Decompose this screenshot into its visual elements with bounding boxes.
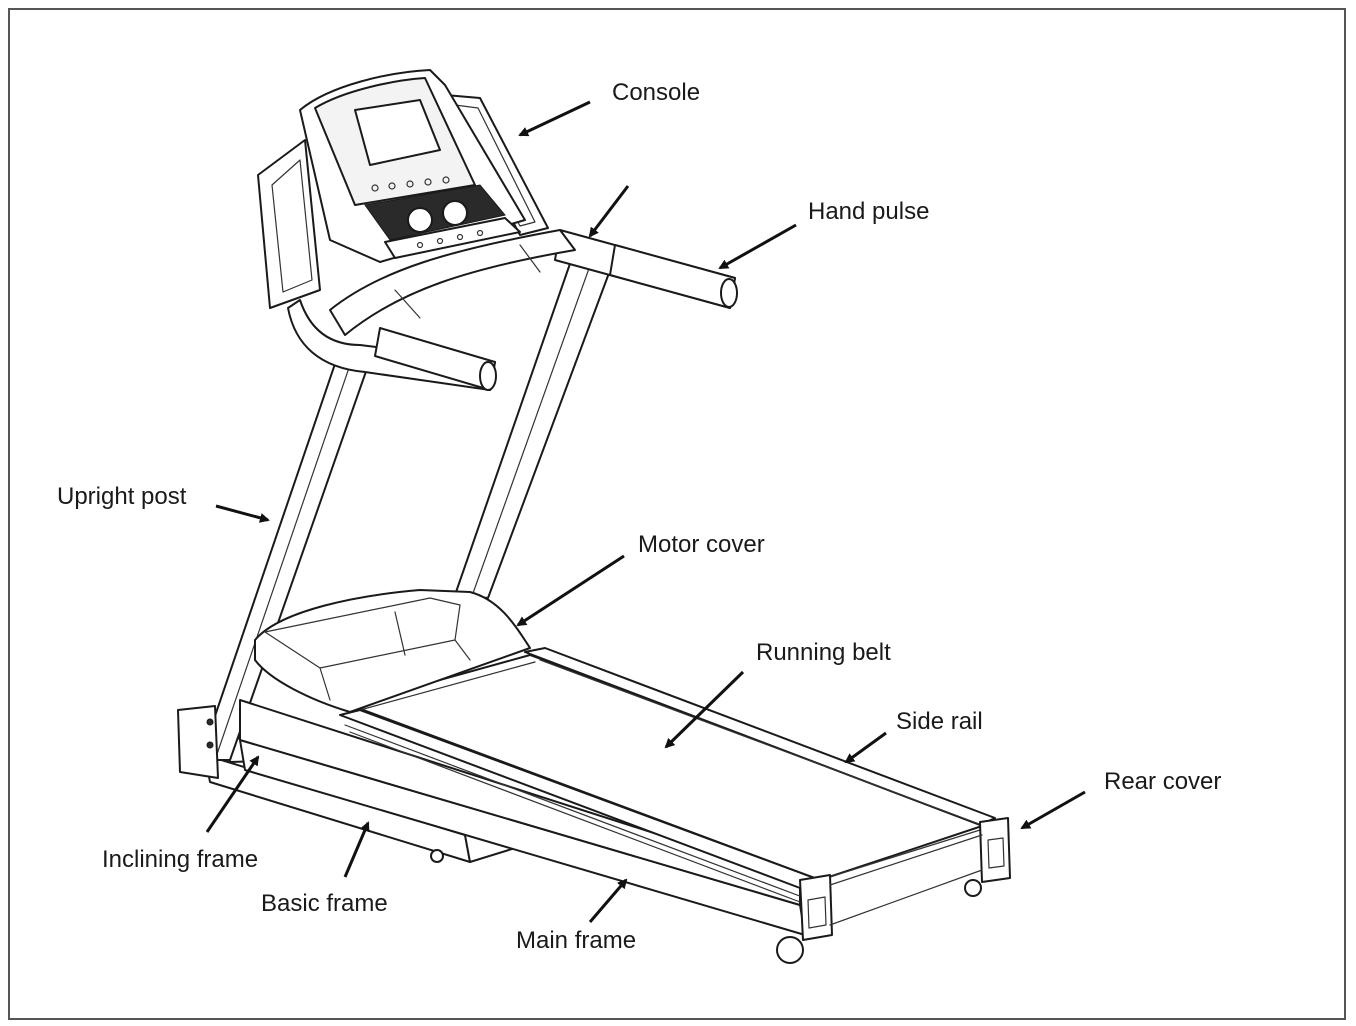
label-basic-frame: Basic frame	[261, 890, 388, 917]
arrow-rear-cover	[1020, 790, 1086, 830]
label-console: Console	[612, 79, 701, 106]
label-rear-cover: Rear cover	[1104, 768, 1222, 795]
arrow-basic-frame	[343, 821, 370, 878]
arrow-inclining-frame	[205, 755, 260, 833]
main-frame-part	[239, 699, 982, 964]
arrow-running-belt	[664, 670, 745, 749]
label-running-belt: Running belt	[756, 639, 891, 666]
console-part	[299, 69, 526, 263]
arrow-main-frame	[588, 878, 628, 923]
rear-cover-part	[799, 817, 1011, 941]
handlebars-part	[287, 229, 738, 391]
motor-cover-part	[254, 589, 531, 713]
arrow-side-rail	[844, 731, 887, 764]
arrow-hand-pulse-console	[588, 185, 630, 238]
right-upright-post-part	[454, 254, 613, 599]
annotation-arrows	[205, 100, 1086, 923]
arrow-hand-pulse	[718, 223, 797, 270]
arrow-upright-post	[215, 504, 270, 523]
label-main-frame: Main frame	[516, 927, 637, 954]
label-hand-pulse: Hand pulse	[808, 198, 930, 225]
arrow-console	[518, 100, 591, 137]
arrow-motor-cover	[516, 554, 625, 627]
label-upright-post: Upright post	[57, 483, 187, 510]
label-motor-cover: Motor cover	[638, 531, 765, 558]
label-side-rail: Side rail	[896, 708, 983, 735]
label-inclining-frame: Inclining frame	[102, 846, 259, 873]
